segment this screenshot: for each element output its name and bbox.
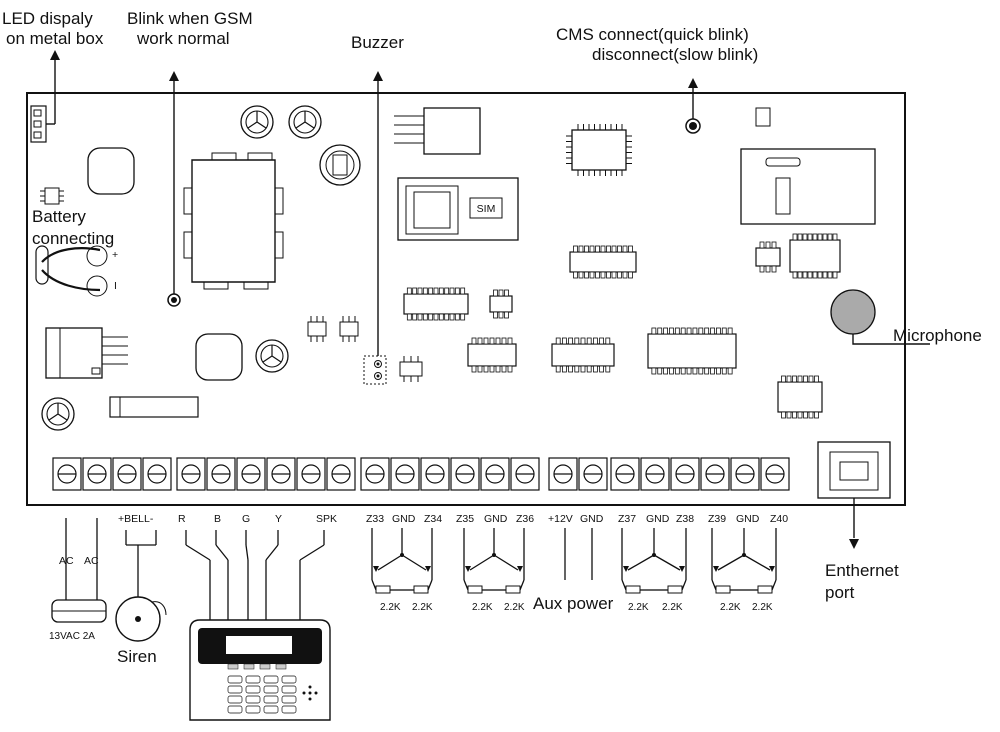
terminal-screw [360, 457, 390, 491]
term-g: G [242, 513, 250, 525]
term-ac-2: AC [84, 555, 99, 567]
terminal-screw [82, 457, 112, 491]
terminal-screw [206, 457, 236, 491]
resistor-label: 2.2K [504, 602, 525, 613]
term-12v: +12V [548, 513, 573, 525]
buzzer-label: Buzzer [351, 33, 404, 52]
terminal-screw [266, 457, 296, 491]
term-z35: Z35 [456, 513, 474, 525]
terminal-screw [112, 457, 142, 491]
term-z36: Z36 [516, 513, 534, 525]
cms-label-1: CMS connect(quick blink) [556, 25, 749, 44]
term-ac-1: AC [59, 555, 74, 567]
led-connector [30, 105, 47, 143]
terminal-screw [296, 457, 326, 491]
term-z39: Z39 [708, 513, 726, 525]
term-gnd-b: GND [484, 513, 508, 525]
terminal-screw [420, 457, 450, 491]
term-z38: Z38 [676, 513, 694, 525]
microphone [830, 289, 876, 335]
terminal-screw [326, 457, 356, 491]
buzzer [363, 355, 387, 385]
sim-label: SIM [477, 203, 496, 215]
resistor-label: 2.2K [752, 602, 773, 613]
microphone-label: Microphone [893, 326, 982, 345]
term-gnd-d: GND [736, 513, 760, 525]
terminal-screw [700, 457, 730, 491]
terminal-screw [390, 457, 420, 491]
terminal-screw [730, 457, 760, 491]
terminal-screw [142, 457, 172, 491]
terminal-strip [52, 457, 790, 491]
term-b: B [214, 513, 221, 525]
term-gnd-a: GND [392, 513, 416, 525]
battery-connector [35, 245, 49, 285]
battery-plus: + [112, 249, 118, 261]
terminal-screw [510, 457, 540, 491]
gsm-module [191, 159, 276, 283]
terminal-screw [760, 457, 790, 491]
battery-label-1: Battery [32, 207, 86, 226]
resistor-label: 2.2K [628, 602, 649, 613]
gsm-label-2: work normal [136, 29, 230, 48]
resistor-label: 2.2K [720, 602, 741, 613]
terminal-screw [480, 457, 510, 491]
transformer-label: 13VAC 2A [49, 631, 95, 642]
keypad [189, 619, 331, 721]
term-z37: Z37 [618, 513, 636, 525]
resistor-label: 2.2K [380, 602, 401, 613]
battery-minus: I [114, 280, 117, 292]
term-z40: Z40 [770, 513, 788, 525]
cms-label-2: disconnect(slow blink) [592, 45, 758, 64]
led-display-label-1: LED dispaly [2, 9, 93, 28]
terminal-screw [52, 457, 82, 491]
term-r: R [178, 513, 186, 525]
terminal-screw [640, 457, 670, 491]
ethernet-label-2: port [825, 583, 855, 602]
terminal-screw [610, 457, 640, 491]
ethernet-label-1: Enthernet [825, 561, 899, 580]
resistor-label: 2.2K [412, 602, 433, 613]
aux-power-label: Aux power [533, 594, 614, 613]
terminal-screw [670, 457, 700, 491]
terminal-screw [578, 457, 608, 491]
term-gnd-c: GND [646, 513, 670, 525]
term-z33: Z33 [366, 513, 384, 525]
term-spk: SPK [316, 513, 337, 525]
led-display-label-2: on metal box [6, 29, 104, 48]
terminal-screw [450, 457, 480, 491]
terminal-screw [176, 457, 206, 491]
gsm-label-1: Blink when GSM [127, 9, 253, 28]
resistor-label: 2.2K [662, 602, 683, 613]
resistor-label: 2.2K [472, 602, 493, 613]
siren-label: Siren [117, 647, 157, 666]
battery-label-2: connecting [32, 229, 114, 248]
term-z34: Z34 [424, 513, 442, 525]
terminal-screw [548, 457, 578, 491]
term-y: Y [275, 513, 282, 525]
term-gnd-aux: GND [580, 513, 604, 525]
terminal-screw [236, 457, 266, 491]
term-bell: +BELL- [118, 513, 154, 525]
